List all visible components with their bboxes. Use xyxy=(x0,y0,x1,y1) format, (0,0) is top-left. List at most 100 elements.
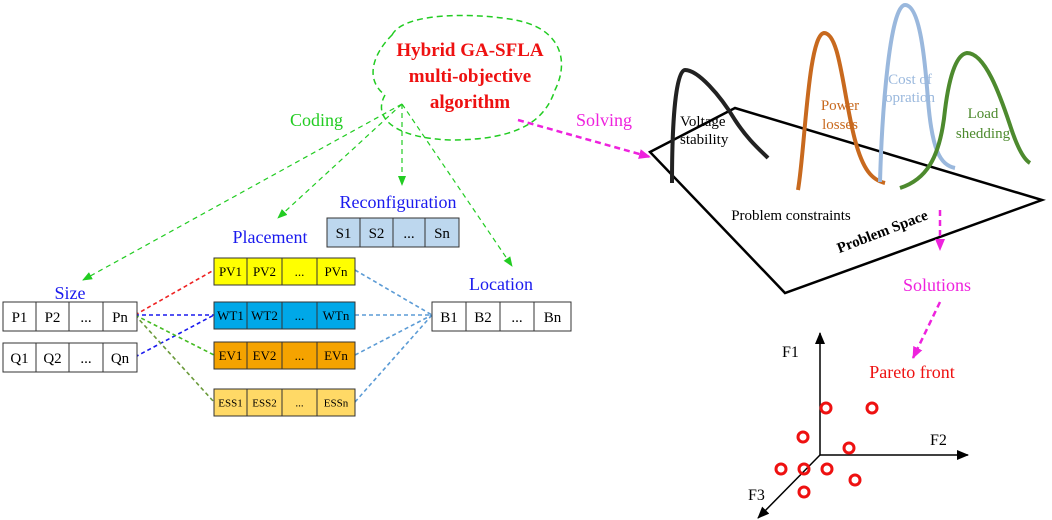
size-q-cell xyxy=(102,342,138,373)
load-shedding-label-2: shedding xyxy=(956,126,1011,142)
algorithm-title-line3: algorithm xyxy=(430,92,510,113)
placement-row-2-cell xyxy=(246,301,283,330)
pareto-point xyxy=(774,462,788,476)
size-p-cell-label: P2 xyxy=(45,310,61,326)
placement-row-1-cell xyxy=(213,257,248,286)
placement-row-1-cell-label: PV1 xyxy=(219,264,242,279)
arrow-to-location xyxy=(401,103,513,267)
cost-label-1: Cost of xyxy=(888,72,932,88)
placement-row-2-cell xyxy=(281,301,318,330)
placement-row-3-cell xyxy=(281,341,318,370)
size-q-cell-label: Q2 xyxy=(43,351,61,367)
solutions-label: Solutions xyxy=(903,275,971,295)
f3-label: F3 xyxy=(748,487,765,504)
placement-row-4-cell xyxy=(281,388,318,417)
location-connectors xyxy=(354,269,433,403)
reconfiguration-cell-label: S2 xyxy=(369,226,385,242)
pareto-point xyxy=(797,462,811,476)
pareto-point xyxy=(842,441,856,455)
size-p-cell xyxy=(102,301,138,332)
pareto-point xyxy=(865,401,879,415)
algorithm-title-line1: Hybrid GA-SFLA xyxy=(396,40,544,61)
solving-label: Solving xyxy=(576,110,632,130)
placement-row-1-cell-label: PV2 xyxy=(253,264,276,279)
placement-row-2-cell-label: WTn xyxy=(323,308,350,323)
placement-row-1-cell xyxy=(316,257,356,286)
voltage-stability-curve xyxy=(670,67,770,184)
size-p-cell xyxy=(2,301,37,332)
size-connectors xyxy=(134,269,215,403)
reconfiguration-box-group: S1 S2... Sn xyxy=(326,217,460,248)
f2-label: F2 xyxy=(930,432,947,449)
algorithm-title-line2: multi-objective xyxy=(409,66,531,87)
problem-constraints-label: Problem constraints xyxy=(731,208,851,224)
size-p-cell-label: P1 xyxy=(12,310,28,326)
cost-of-operation-curve xyxy=(878,2,956,183)
location-cell-label: ... xyxy=(511,310,522,326)
reconfiguration-cell-label: Sn xyxy=(434,226,450,242)
pareto-point xyxy=(848,473,862,487)
placement-row-4-cell xyxy=(316,388,356,417)
placement-row-3-cell-label: EV2 xyxy=(253,348,277,363)
placement-row-2-cell xyxy=(316,301,356,330)
placement-row-4-cell-label: ESS1 xyxy=(218,397,242,409)
placement-row-4-cell-label: ESSn xyxy=(324,397,349,409)
reconfiguration-cell xyxy=(392,217,426,248)
location-cell xyxy=(533,301,572,332)
size-q-cell-label: ... xyxy=(80,351,91,367)
load-shedding-label-1: Load xyxy=(968,106,999,122)
arrow-to-size xyxy=(82,103,403,281)
cost-label-2: opration xyxy=(885,90,935,106)
f1-label: F1 xyxy=(782,344,799,361)
reconfiguration-cell-label: S1 xyxy=(336,226,352,242)
size-q-cell-label: Q1 xyxy=(10,351,28,367)
pareto-points xyxy=(774,401,879,499)
placement-row-1-cell-label: ... xyxy=(295,264,305,279)
placement-row-3-cell-label: ... xyxy=(295,348,305,363)
placement-row-1-cell xyxy=(246,257,283,286)
reconfiguration-cell-label: ... xyxy=(403,226,414,242)
placement-row-1-cell-label: PVn xyxy=(324,264,348,279)
placement-row-3-cell-label: EVn xyxy=(324,348,348,363)
coding-label: Coding xyxy=(290,110,343,130)
placement-row-2-cell-label: WT1 xyxy=(217,308,244,323)
algorithm-cloud xyxy=(372,14,563,141)
placement-label: Placement xyxy=(233,227,308,247)
voltage-stability-label-1: Voltage xyxy=(680,114,726,130)
load-shedding-curve xyxy=(899,50,1032,190)
placement-row-3-cell xyxy=(316,341,356,370)
location-cell-label: Bn xyxy=(544,310,562,326)
placement-row-2-cell-label: WT2 xyxy=(251,308,278,323)
pareto-point xyxy=(796,430,810,444)
location-cell-label: B1 xyxy=(440,310,458,326)
size-q-cell xyxy=(2,342,37,373)
size-p-cell-label: ... xyxy=(80,310,91,326)
power-losses-curve xyxy=(796,30,886,191)
placement-row-3-cell xyxy=(246,341,283,370)
coding-arrows xyxy=(82,103,513,281)
location-cell xyxy=(465,301,501,332)
size-label: Size xyxy=(55,283,86,303)
placement-row-3-cell-label: EV1 xyxy=(219,348,243,363)
reconfiguration-cell xyxy=(359,217,394,248)
pareto-front-title: Pareto front xyxy=(869,362,954,382)
arrow-to-placement xyxy=(277,103,403,219)
solutions-arrow-lower xyxy=(911,301,942,359)
placement-row-4-cell-label: ... xyxy=(295,397,304,409)
reconfiguration-label: Reconfiguration xyxy=(340,192,457,212)
location-cell-label: B2 xyxy=(474,310,492,326)
voltage-stability-label-2: stability xyxy=(680,132,729,148)
power-losses-label-1: Power xyxy=(821,98,859,114)
size-q-cell xyxy=(35,342,70,373)
placement-row-2-cell-label: ... xyxy=(295,308,305,323)
solving-arrow xyxy=(517,118,651,159)
power-losses-label-2: losses xyxy=(822,117,858,133)
f3-axis xyxy=(757,454,821,519)
location-box-group: B1 B2... Bn xyxy=(431,301,572,332)
reconfiguration-cell xyxy=(424,217,460,248)
problem-space-plane xyxy=(647,106,1046,295)
size-p-cell-label: Pn xyxy=(112,310,128,326)
